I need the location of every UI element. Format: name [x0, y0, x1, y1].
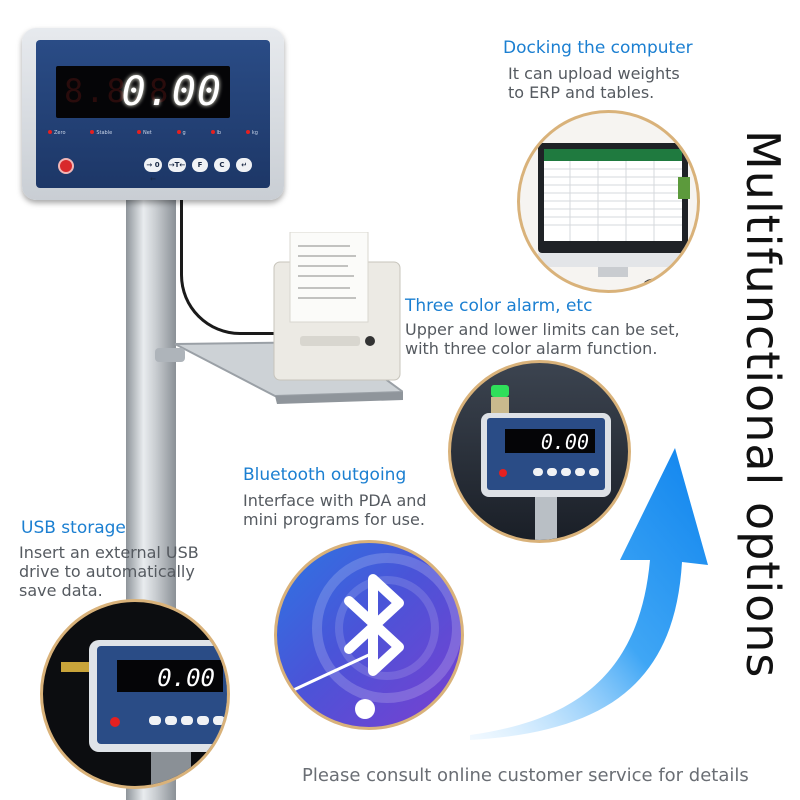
bluetooth-circle	[274, 540, 464, 730]
function-key[interactable]: F	[192, 158, 208, 172]
bluetooth-icon	[286, 553, 461, 719]
usb-desc-line1: Insert an external USB	[19, 543, 199, 562]
status-zero: Zero	[48, 130, 66, 136]
zero-key[interactable]: → 0 ←	[144, 158, 162, 183]
vertical-title: Multifunctional options	[736, 130, 790, 679]
display-segments-background: 8.8.8	[64, 72, 171, 110]
usb-title: USB storage	[21, 518, 126, 538]
status-lb: lb	[210, 130, 221, 136]
usb-desc-line2: drive to automatically	[19, 562, 195, 581]
clear-key[interactable]: C	[214, 158, 230, 172]
status-stable: Stable	[90, 130, 112, 136]
computer-desc-line2: to ERP and tables.	[508, 83, 655, 102]
bluetooth-title: Bluetooth outgoing	[243, 465, 407, 485]
enter-key[interactable]: ↵	[236, 158, 252, 172]
status-indicators: Zero Stable Net g lb kg	[48, 130, 258, 136]
computer-title: Docking the computer	[503, 38, 693, 58]
status-g: g	[176, 130, 186, 136]
bluetooth-desc-line1: Interface with PDA and	[243, 491, 427, 510]
keypad: → 0 ← →T← F C ↵	[46, 158, 260, 183]
alarm-desc-line2: with three color alarm function.	[405, 339, 658, 358]
alarm-circle: 0.00	[448, 360, 631, 543]
status-net: Net	[136, 130, 152, 136]
computer-desc-line1: It can upload weights	[508, 64, 680, 83]
usb-circle: 0.00	[40, 599, 230, 789]
weight-value: 0.00	[121, 69, 222, 115]
computer-circle	[517, 110, 700, 293]
arrow-icon	[470, 448, 708, 740]
svg-text:0.00: 0.00	[157, 664, 215, 692]
footer-note: Please consult online customer service f…	[302, 765, 749, 786]
usb-desc-line3: save data.	[19, 581, 103, 600]
receipt-printer	[273, 232, 401, 381]
alarm-title: Three color alarm, etc	[405, 296, 593, 316]
weight-display: 8.8.8 0.00	[56, 66, 230, 118]
monitor-icon	[538, 143, 696, 289]
status-kg: kg	[245, 130, 258, 136]
weighing-indicator: 8.8.8 0.00 Zero Stable Net g lb kg → 0 ←…	[22, 28, 284, 200]
bluetooth-desc-line2: mini programs for use.	[243, 510, 425, 529]
indicator-cable	[180, 195, 300, 335]
alarm-desc-line1: Upper and lower limits can be set,	[405, 320, 680, 339]
svg-text:0.00: 0.00	[541, 430, 589, 454]
usb-icon: 0.00	[61, 640, 227, 786]
tare-key[interactable]: →T←	[168, 158, 186, 172]
power-icon[interactable]	[58, 158, 74, 174]
indicator-panel: 8.8.8 0.00 Zero Stable Net g lb kg → 0 ←…	[36, 40, 270, 188]
alarm-indicator-image: 0.00	[481, 385, 611, 540]
